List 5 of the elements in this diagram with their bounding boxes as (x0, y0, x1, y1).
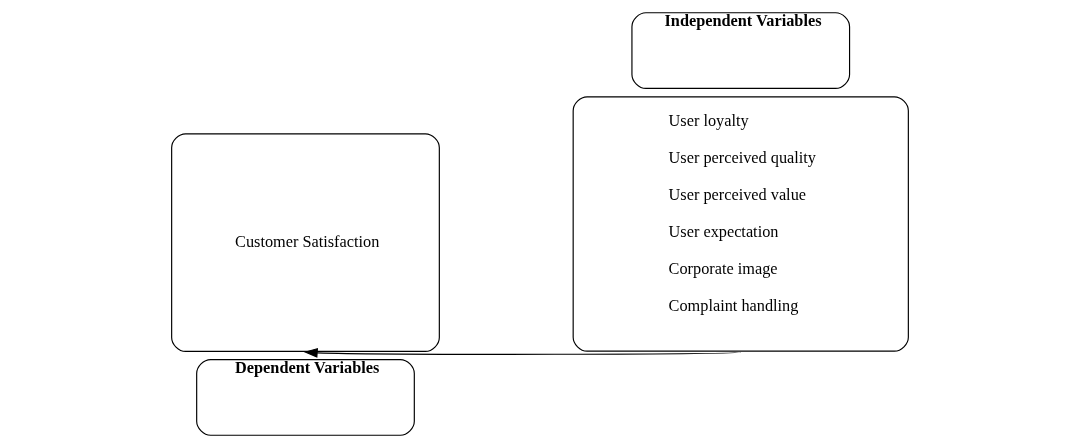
node-box: Independent Variables (631, 12, 851, 89)
arrow (303, 347, 742, 358)
node-box: Customer Satisfaction (171, 133, 440, 352)
node-box: Dependent Variables (196, 359, 415, 436)
node-box: User loyalty User perceived quality User perceived value User expectation Corporate image Complaint handling (572, 96, 909, 352)
